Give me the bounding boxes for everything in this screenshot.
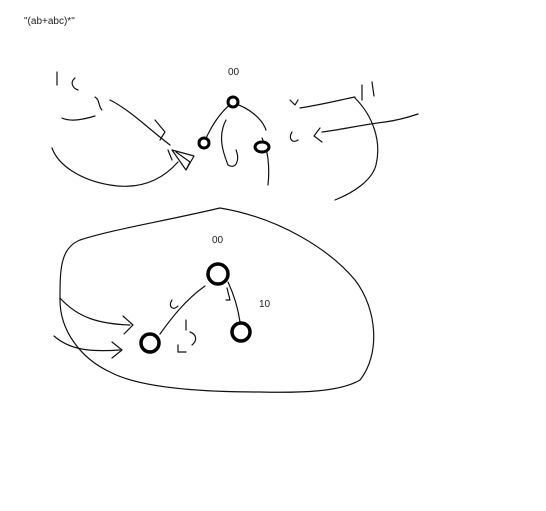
top-node-10 xyxy=(197,136,211,150)
bottom-scribble xyxy=(169,299,197,353)
top-node-00 xyxy=(226,95,240,109)
top-outline-right xyxy=(334,97,379,201)
top-diagram: 00 xyxy=(51,67,419,201)
regex-text: "(ab+abc)*" xyxy=(24,16,75,27)
top-label-00: 00 xyxy=(228,67,240,78)
top-loop-left xyxy=(109,99,171,146)
bottom-arrowhead-2 xyxy=(111,341,123,359)
bottom-arrowhead-1 xyxy=(122,315,134,335)
top-scribble-right-2 xyxy=(299,81,375,109)
top-edge-3 xyxy=(220,119,239,167)
bottom-node-left xyxy=(139,332,161,354)
bottom-scribble-2 xyxy=(225,287,231,301)
top-outline xyxy=(51,147,179,187)
top-node-01 xyxy=(253,140,271,154)
bottom-label-00: 00 xyxy=(212,235,224,246)
bottom-edge-1 xyxy=(159,285,206,335)
bottom-label-10: 10 xyxy=(259,299,271,310)
top-scribble-right xyxy=(289,99,419,143)
bottom-node-10 xyxy=(230,321,252,343)
bottom-edge-2 xyxy=(227,281,241,323)
bottom-outline xyxy=(59,207,375,393)
bottom-node-00 xyxy=(206,262,230,286)
top-scribble-1 xyxy=(56,71,103,121)
top-arrowhead-left xyxy=(171,149,195,171)
top-edge-1 xyxy=(203,102,233,144)
bottom-diagram: 00 10 xyxy=(53,207,375,393)
bottom-incoming-2 xyxy=(53,335,121,352)
top-edge-2 xyxy=(235,103,267,131)
top-scribble-2 xyxy=(154,119,191,171)
bottom-incoming-1 xyxy=(59,297,131,326)
